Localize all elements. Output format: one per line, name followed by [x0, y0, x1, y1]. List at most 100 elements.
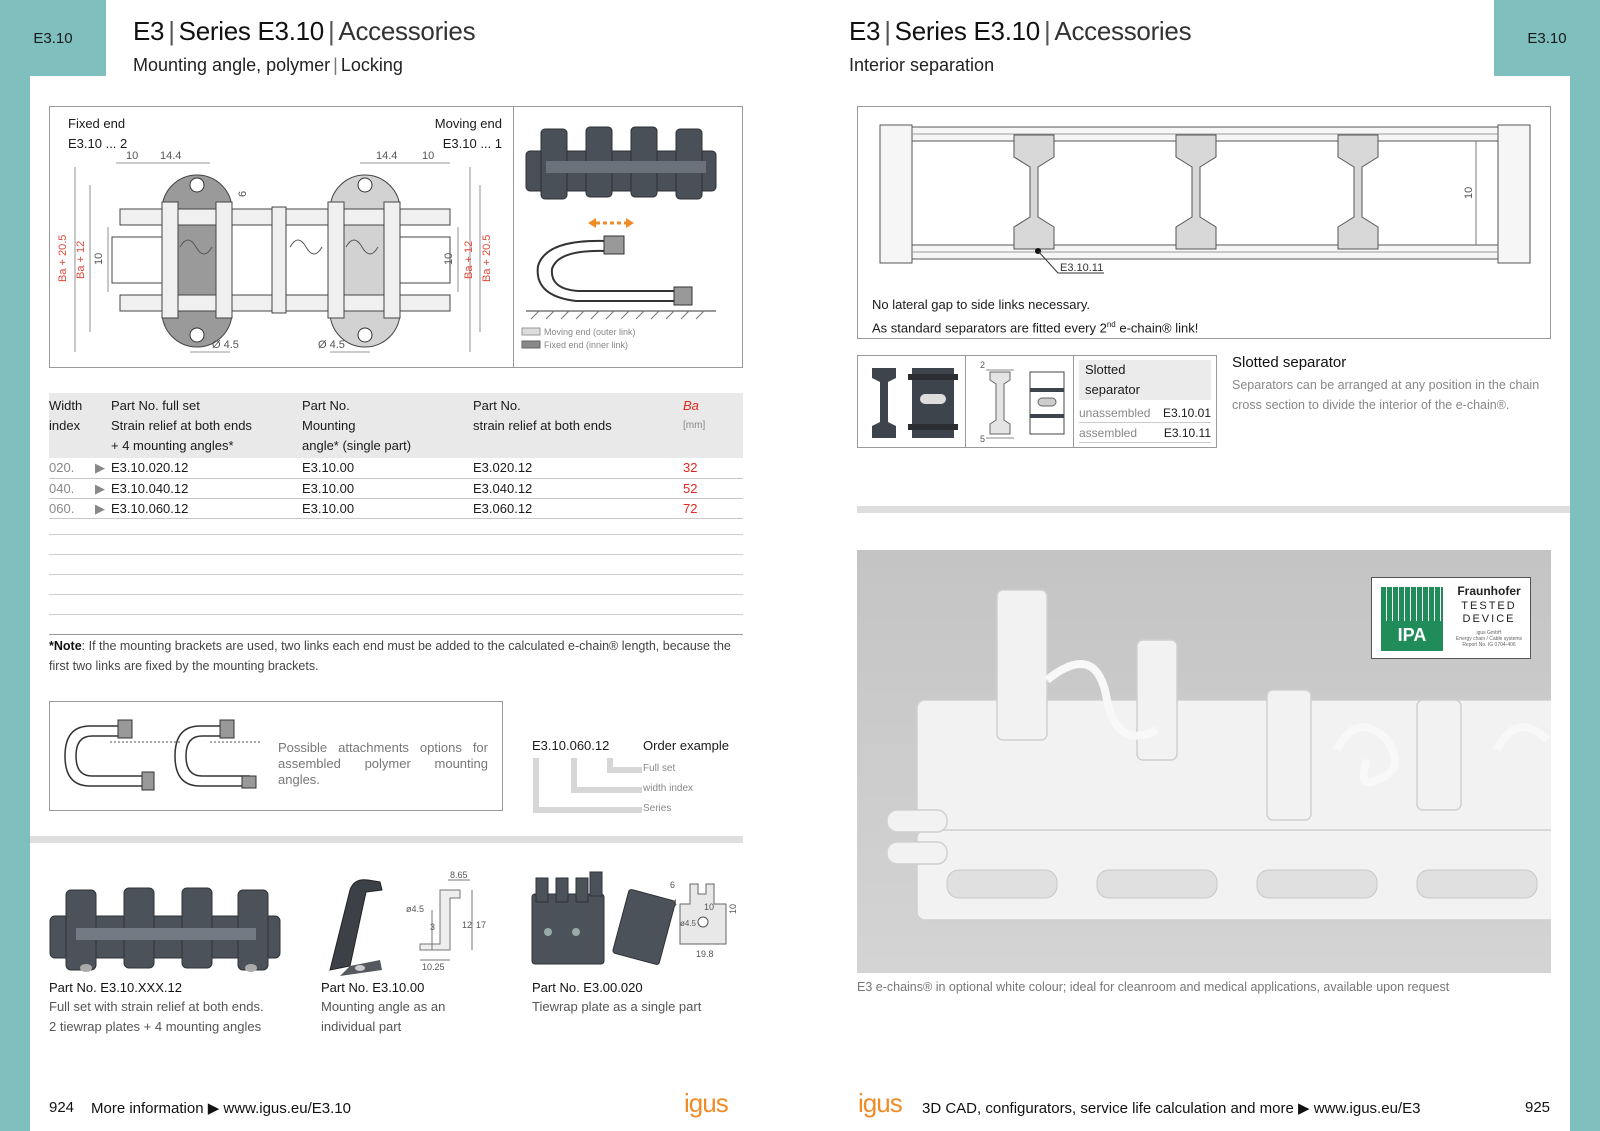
- right-edge-strip: [1570, 0, 1600, 1131]
- svg-text:10.25: 10.25: [422, 962, 445, 972]
- left-page-title: E3|Series E3.10|Accessories: [133, 16, 476, 46]
- igus-logo-right: igus: [858, 1088, 903, 1118]
- right-chapter-tab[interactable]: E3.10: [1494, 0, 1600, 76]
- igus-logo: igus: [684, 1088, 729, 1118]
- fixed-end-label: Fixed end E3.10 ... 2: [68, 116, 128, 151]
- slotted-separator-text: Separators can be arranged at any positi…: [1232, 378, 1540, 412]
- svg-text:5: 5: [980, 434, 985, 444]
- slotted-separator-title: Slotted separator: [1232, 354, 1347, 371]
- subtitle-b: Locking: [340, 55, 403, 75]
- col-strain-relief: Part No.strain relief at both ends: [473, 393, 683, 458]
- svg-text:Ø 4.5: Ø 4.5: [212, 339, 239, 351]
- order-title: Order example: [643, 738, 729, 753]
- svg-text:14.4: 14.4: [160, 150, 181, 162]
- arrow-icon: ▶: [95, 460, 105, 476]
- svg-text:10: 10: [1463, 187, 1475, 199]
- svg-text:10: 10: [422, 150, 434, 162]
- separator-table-title: Slotted separator: [1079, 360, 1211, 400]
- left-chapter-tab[interactable]: E3.10: [0, 0, 106, 76]
- moving-end-label: Moving end E3.10 ... 1: [434, 116, 502, 151]
- photo-caption: E3 e-chains® in optional white colour; i…: [857, 980, 1450, 994]
- subtitle-a: Mounting angle, polymer: [133, 55, 331, 75]
- order-code: E3.10.060.12: [532, 738, 610, 753]
- svg-text:12: 12: [462, 920, 472, 930]
- svg-text:3: 3: [430, 922, 435, 932]
- order-full-set: Full set: [643, 763, 676, 774]
- svg-text:14.4: 14.4: [376, 150, 397, 162]
- mounting-angle-render: Moving end (outer link) Fixed end (inner…: [521, 126, 717, 350]
- svg-text:Ba + 20.5: Ba + 20.5: [481, 235, 493, 282]
- product-card-plate: Part No. E3.00.020 Tiewrap plate as a si…: [532, 980, 702, 1014]
- svg-text:Ba + 12: Ba + 12: [75, 241, 87, 279]
- order-bracket-lines: [533, 758, 642, 813]
- svg-text:6: 6: [670, 880, 675, 890]
- separator-photo: [872, 368, 958, 438]
- separation-note: No lateral gap to side links necessary. …: [872, 297, 1199, 336]
- badge-fraunhofer: Fraunhofer: [1457, 584, 1521, 598]
- mounting-angle-image: 8.65 ø4.5 3 12 17 10.25: [329, 870, 486, 976]
- separator-drawing: E3.10.11 10: [879, 124, 1531, 274]
- cad-configurator-link[interactable]: 3D CAD, configurators, service life calc…: [922, 1100, 1421, 1117]
- product-card-angle: Part No. E3.10.00 Mounting angle as an i…: [321, 980, 446, 1034]
- order-width-index: width index: [643, 783, 694, 794]
- mounting-angle-drawing: 10 14.4 14.4 10 6 Ø 4.5 Ø 4.5 Ba + 20.5 …: [57, 150, 493, 353]
- left-edge-strip: [0, 0, 30, 1131]
- table-row[interactable]: 020. ▶E3.10.020.12 E3.10.00 E3.020.12 32: [49, 458, 743, 479]
- svg-text:10: 10: [728, 904, 738, 914]
- svg-text:10: 10: [126, 150, 138, 162]
- attachment-drawing: [64, 719, 260, 791]
- right-page-title: E3|Series E3.10|Accessories: [849, 16, 1192, 46]
- order-series: Series: [643, 803, 672, 814]
- legend-moving: Moving end (outer link): [544, 327, 636, 337]
- svg-text:17: 17: [476, 920, 486, 930]
- svg-text:Ba + 20.5: Ba + 20.5: [57, 235, 69, 282]
- attachment-text: Possible attachments options for assembl…: [278, 740, 488, 787]
- svg-text:Ø 4.5: Ø 4.5: [318, 339, 345, 351]
- title-e3: E3: [133, 16, 165, 46]
- product-card-full-set: Part No. E3.10.XXX.12 Full set with stra…: [49, 980, 264, 1034]
- arrow-icon: ▶: [95, 500, 105, 516]
- arrow-icon: ▶: [95, 480, 105, 496]
- left-page-number: 924: [49, 1099, 75, 1116]
- col-ba: Ba[mm]: [683, 393, 743, 458]
- mounting-drawing-box: Fixed end E3.10 ... 2 Moving end E3.10 .…: [49, 106, 743, 368]
- svg-text:E3.10.11: E3.10.11: [1060, 262, 1103, 274]
- svg-text:10: 10: [704, 902, 714, 912]
- svg-text:2: 2: [980, 360, 985, 370]
- full-set-image: [49, 887, 281, 972]
- interior-separation-box: E3.10.11 10 No lateral gap to side links…: [857, 106, 1551, 339]
- svg-text:19.8: 19.8: [696, 949, 714, 959]
- tiewrap-plate-image: 6 4 10 10 ø4.5 19.8: [531, 871, 738, 965]
- svg-text:ø4.5: ø4.5: [406, 904, 424, 914]
- badge-tested: TESTED: [1461, 600, 1517, 612]
- title-series: Series E3.10: [178, 16, 325, 46]
- svg-text:10: 10: [93, 253, 105, 265]
- table-row[interactable]: 060. ▶E3.10.060.12 E3.10.00 E3.060.12 72: [49, 498, 743, 519]
- right-page-number: 925: [1525, 1099, 1551, 1116]
- attachment-options-box: Possible attachments options for assembl…: [49, 701, 503, 811]
- table-row[interactable]: 040. ▶E3.10.040.12 E3.10.00 E3.040.12 52: [49, 478, 743, 499]
- svg-text:8.65: 8.65: [450, 870, 468, 880]
- left-page-subtitle: Mounting angle, polymer|Locking: [133, 55, 403, 75]
- svg-text:6: 6: [237, 191, 249, 197]
- svg-text:4: 4: [672, 898, 677, 908]
- mounting-note: *Note: If the mounting brackets are used…: [49, 639, 731, 673]
- svg-text:10: 10: [443, 253, 455, 265]
- svg-text:Ba + 12: Ba + 12: [463, 241, 475, 279]
- separator-dim-drawing: 2 5: [980, 360, 1065, 444]
- ipa-logo-icon: IPA: [1381, 587, 1443, 651]
- title-section: Accessories: [338, 16, 476, 46]
- badge-device: DEVICE: [1462, 613, 1516, 625]
- more-info-link[interactable]: More information ▶ www.igus.eu/E3.10: [91, 1100, 351, 1117]
- legend-fixed: Fixed end (inner link): [544, 340, 628, 350]
- right-page-subtitle: Interior separation: [849, 55, 995, 75]
